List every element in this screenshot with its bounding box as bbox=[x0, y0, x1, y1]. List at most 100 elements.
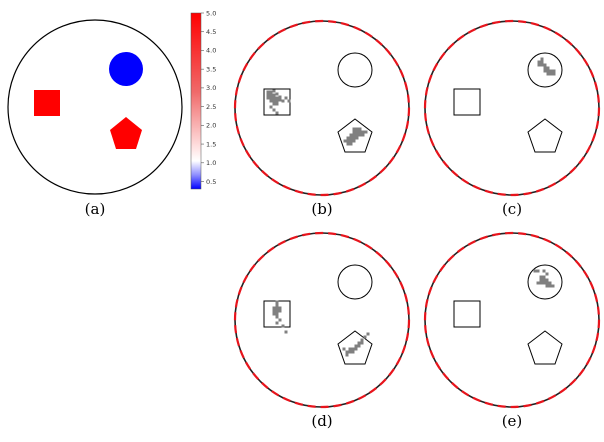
reconstruction-pixel bbox=[351, 347, 355, 351]
reconstruction-cluster bbox=[537, 57, 556, 76]
reconstruction-pixel bbox=[540, 63, 544, 67]
colorbar-tick-label: 4.0 bbox=[206, 47, 216, 55]
reconstruction-pixel bbox=[269, 90, 273, 94]
reconstruction-pixel bbox=[348, 350, 352, 354]
circle-outline bbox=[337, 264, 373, 300]
panel-d: (d) bbox=[233, 231, 411, 430]
reconstruction-pixel bbox=[358, 133, 362, 137]
reconstruction-pixel bbox=[364, 130, 368, 134]
reconstruction-pixel bbox=[352, 139, 356, 143]
reconstruction-pixel bbox=[346, 136, 350, 140]
domain-boundary-a bbox=[7, 19, 183, 195]
reconstruction-pixel bbox=[358, 127, 362, 131]
reconstruction-pixel bbox=[349, 142, 353, 146]
panel-label-c: (c) bbox=[502, 200, 522, 218]
reconstruction-pixel bbox=[351, 350, 355, 354]
reconstruction-pixel bbox=[545, 278, 549, 282]
reconstruction-pixel bbox=[352, 133, 356, 137]
reconstruction-pixel bbox=[278, 95, 282, 99]
panel-label-e: (e) bbox=[502, 412, 523, 430]
reconstruction-pixel bbox=[345, 353, 349, 357]
colorbar-tick-label: 1.5 bbox=[206, 140, 216, 148]
reconstruction-pixel bbox=[551, 284, 555, 288]
reconstruction-pixel bbox=[272, 108, 276, 112]
reconstruction-pixel bbox=[545, 281, 549, 285]
reconstruction-pixel bbox=[548, 284, 552, 288]
reconstruction-pixel bbox=[272, 306, 276, 310]
reconstruction-cluster bbox=[533, 269, 555, 288]
panel-e: (e) bbox=[423, 231, 601, 430]
reconstruction-pixel bbox=[548, 281, 552, 285]
reconstruction-pixel bbox=[287, 99, 291, 103]
colorbar-tick-label: 5.0 bbox=[206, 9, 216, 17]
domain-boundary-c bbox=[423, 19, 601, 197]
reconstruction-pixel bbox=[281, 99, 285, 103]
panel-label-a: (a) bbox=[85, 200, 106, 218]
reconstruction-pixel bbox=[537, 60, 541, 64]
reconstruction-pixel bbox=[275, 92, 279, 96]
colorbar-tick-label: 0.5 bbox=[206, 178, 216, 186]
reconstruction-pixel bbox=[272, 309, 276, 313]
pentagon-outline bbox=[337, 330, 373, 365]
colorbar-tick-label: 3.0 bbox=[206, 84, 216, 92]
reconstruction-pixel bbox=[275, 96, 279, 100]
reconstruction-pixel bbox=[269, 93, 273, 97]
reconstruction-pixel bbox=[361, 133, 365, 137]
red-square-inclusion bbox=[34, 90, 60, 116]
reconstruction-pixel bbox=[343, 139, 347, 143]
reconstruction-pixel bbox=[546, 69, 550, 73]
reconstruction-pixel bbox=[355, 136, 359, 140]
reconstruction-pixel bbox=[537, 63, 541, 67]
reconstruction-pixel bbox=[272, 312, 276, 316]
pentagon-outline bbox=[337, 118, 373, 153]
reconstruction-pixel bbox=[542, 275, 546, 279]
reconstruction-pixel bbox=[281, 324, 285, 328]
reconstruction-pixel bbox=[543, 69, 547, 73]
colorbar-tick-label: 1.0 bbox=[206, 159, 216, 167]
reconstruction-pixel bbox=[352, 130, 356, 134]
reconstruction-pixel bbox=[543, 63, 547, 67]
reconstruction-cluster bbox=[272, 300, 370, 357]
reconstruction-pixel bbox=[549, 72, 553, 76]
reconstruction-pixel bbox=[545, 284, 549, 288]
reconstruction-pixel bbox=[543, 66, 547, 70]
square-outline bbox=[453, 300, 481, 328]
circle-outline bbox=[337, 52, 373, 88]
circle-outline bbox=[527, 264, 563, 300]
reconstruction-pixel bbox=[269, 105, 273, 109]
colorbar-tick-label: 2.5 bbox=[206, 103, 216, 111]
reconstruction-pixel bbox=[542, 269, 546, 273]
pentagon-outline bbox=[527, 330, 563, 365]
reconstruction-pixel bbox=[361, 130, 365, 134]
reconstruction-pixel bbox=[552, 72, 556, 76]
reconstruction-pixel bbox=[357, 341, 361, 345]
reconstruction-pixel bbox=[346, 139, 350, 143]
reconstruction-pixel bbox=[272, 96, 276, 100]
reconstruction-pixel bbox=[536, 269, 540, 273]
panel-label-d: (d) bbox=[311, 412, 332, 430]
reconstruction-pixel bbox=[275, 303, 279, 307]
blue-circle-inclusion bbox=[109, 52, 143, 86]
reconstruction-pixel bbox=[539, 275, 543, 279]
reconstruction-pixel bbox=[546, 72, 550, 76]
reconstruction-pixel bbox=[269, 99, 273, 103]
reconstruction-pixel bbox=[272, 99, 276, 103]
reconstruction-pixel bbox=[552, 69, 556, 73]
reconstruction-pixel bbox=[272, 89, 276, 93]
reconstruction-pixel bbox=[284, 96, 288, 100]
reconstruction-pixel bbox=[354, 347, 358, 351]
reconstruction-pixel bbox=[542, 281, 546, 285]
reconstruction-pixel bbox=[533, 269, 537, 273]
reconstruction-pixel bbox=[357, 344, 361, 348]
reconstruction-pixel bbox=[352, 136, 356, 140]
panel-label-b: (b) bbox=[311, 200, 332, 218]
panel-b: (b) bbox=[233, 19, 411, 218]
reconstruction-pixel bbox=[278, 309, 282, 313]
reconstruction-pixel bbox=[348, 347, 352, 351]
reconstruction-pixel bbox=[366, 332, 370, 336]
colorbar-tick-label: 3.5 bbox=[206, 65, 216, 73]
reconstruction-pixel bbox=[275, 300, 279, 304]
domain-boundary-b bbox=[233, 19, 411, 197]
reconstruction-pixel bbox=[266, 96, 270, 100]
